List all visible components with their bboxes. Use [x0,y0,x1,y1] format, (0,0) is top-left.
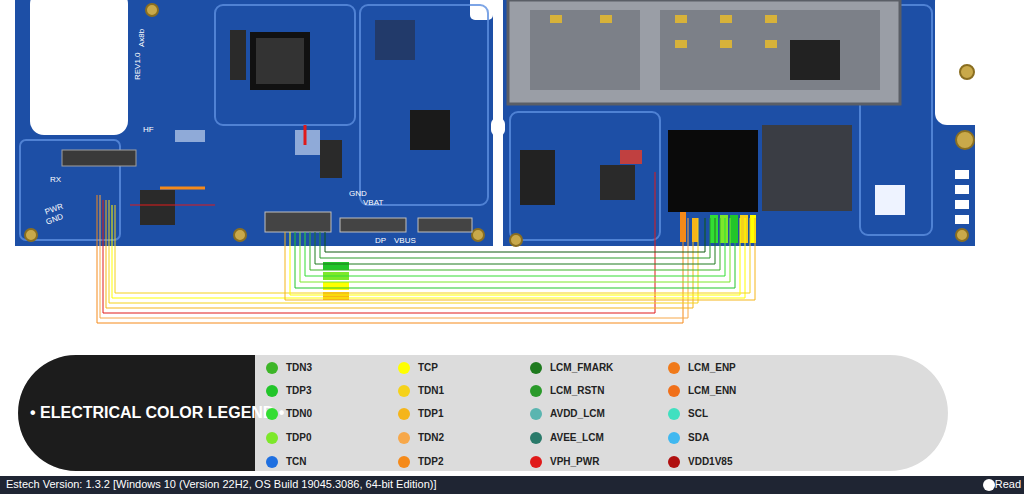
legend-title: • ELECTRICAL COLOR LEGEND • [30,405,284,421]
legend-item: LCM_FMARK [530,362,613,374]
legend-text: TCN [286,457,307,467]
legend-item: TDP3 [266,385,312,397]
legend-item: TDN3 [266,362,312,374]
legend-swatch [266,408,278,420]
legend-item: TDP1 [398,408,444,420]
legend-text: SDA [688,433,709,443]
legend-item: VPH_PWR [530,456,599,468]
legend-item: TDP2 [398,456,444,468]
legend-item: TDN2 [398,432,444,444]
legend-text: AVEE_LCM [550,433,604,443]
legend-text: TDP2 [418,457,444,467]
legend-swatch [398,456,410,468]
legend-text: VDD1V85 [688,457,732,467]
legend-text: LCM_ENP [688,363,736,373]
legend-item: AVDD_LCM [530,408,605,420]
status-text: Read [995,479,1021,490]
legend-item: LCM_ENN [668,385,736,397]
legend-text: TDP0 [286,433,312,443]
pin-label: GND [349,190,367,198]
legend-text: TDN1 [418,386,444,396]
legend-swatch [668,385,680,397]
legend-text: TDN0 [286,409,312,419]
legend-text: TDP3 [286,386,312,396]
legend-swatch [398,362,410,374]
legend-swatch [266,385,278,397]
legend-text: AVDD_LCM [550,409,605,419]
legend-swatch [266,456,278,468]
legend-text: LCM_FMARK [550,363,613,373]
legend-item: LCM_ENP [668,362,736,374]
legend-swatch [398,385,410,397]
pin-label: DP [375,237,386,245]
legend-text: TCP [418,363,438,373]
legend-text: LCM_ENN [688,386,736,396]
legend-text: TDN2 [418,433,444,443]
pin-label: RX [50,176,61,184]
legend-swatch [266,362,278,374]
legend-swatch [668,362,680,374]
legend-item: VDD1V85 [668,456,732,468]
pin-label: VBUS [394,237,416,245]
legend-swatch [398,408,410,420]
legend-swatch [668,456,680,468]
legend-swatch [530,362,542,374]
board-marking: Ax8b [138,29,146,47]
board-marking: REV1.0 [134,52,142,80]
legend-swatch [668,408,680,420]
legend-swatch [530,432,542,444]
legend-text: LCM_RSTN [550,386,604,396]
legend-item: TDN1 [398,385,444,397]
legend-swatch [668,432,680,444]
legend-text: TDN3 [286,363,312,373]
status-text: Estech Version: 1.3.2 [Windows 10 (Versi… [6,479,436,490]
legend-text: TDP1 [418,409,444,419]
legend-swatch [530,408,542,420]
legend-text: VPH_PWR [550,457,599,467]
legend-item: TCP [398,362,438,374]
legend-swatch [398,432,410,444]
legend-swatch [530,385,542,397]
legend-item: TDP0 [266,432,312,444]
board-marking: HF [143,126,154,134]
legend-swatch [530,456,542,468]
legend-text: SCL [688,409,708,419]
legend-item: AVEE_LCM [530,432,604,444]
legend-item: SDA [668,432,709,444]
legend-swatch [266,432,278,444]
legend-item: TDN0 [266,408,312,420]
legend-item: LCM_RSTN [530,385,604,397]
legend-item: SCL [668,408,708,420]
legend-item: TCN [266,456,307,468]
pin-label: VBAT [363,199,383,207]
